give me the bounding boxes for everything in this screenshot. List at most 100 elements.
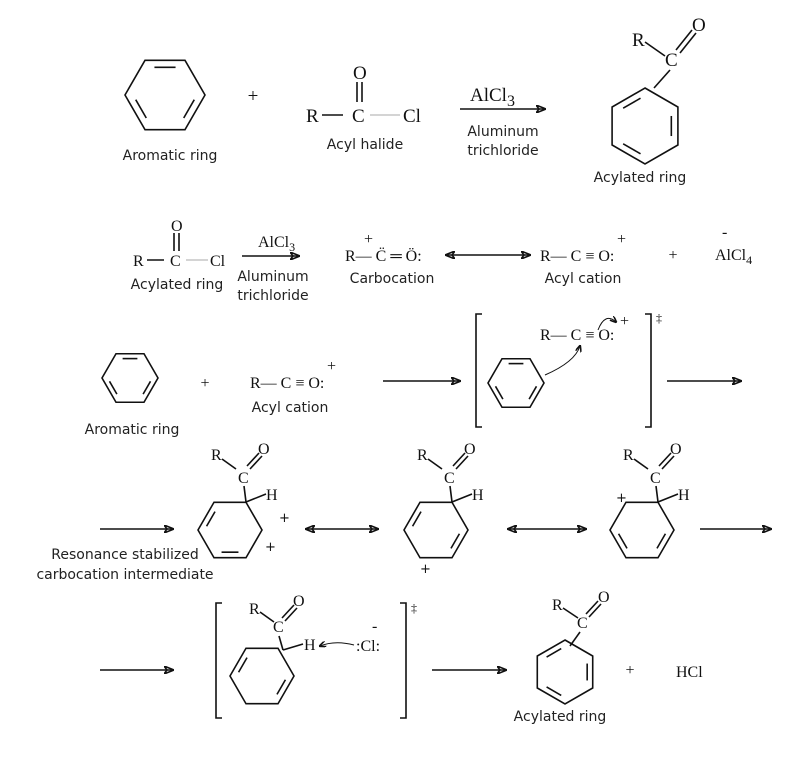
oxygen: O [670, 441, 682, 458]
cyclohexadienyl-ring [403, 501, 469, 559]
reagent-name: Aluminum [237, 269, 308, 285]
acyl-halide: R C Cl O Acyl halide [306, 63, 421, 153]
chlorine: Cl [210, 253, 226, 270]
r-group: R [306, 106, 319, 127]
double-bond [675, 29, 693, 51]
reagent-name: trichloride [237, 288, 308, 304]
double-bond [588, 603, 602, 618]
double-bond [658, 452, 672, 467]
benzene-ring [124, 59, 206, 131]
transition-state-dagger: ‡ [656, 311, 662, 325]
carbocation-formula: R— C̈ ═ Ö: [345, 247, 422, 265]
bond [259, 611, 275, 623]
acyl-cation-label: Acyl cation [252, 400, 329, 416]
plus-sign: + [625, 662, 634, 679]
r-group: R [133, 253, 144, 270]
positive-charge: + [420, 562, 431, 577]
positive-charge: + [279, 511, 290, 526]
double-bond [617, 533, 628, 549]
positive-charge: + [620, 313, 629, 330]
cyclohexadienyl-ring [229, 647, 295, 705]
double-bond [455, 455, 469, 470]
carbon: C [665, 50, 678, 71]
cyclohexadienyl-ring [197, 501, 263, 559]
carbocation-label: Carbocation [350, 271, 435, 287]
carbon: C [444, 470, 455, 487]
bond [653, 69, 671, 89]
double-bond [494, 385, 504, 400]
acylated-ring-product: R C O Acylated ring [514, 589, 610, 725]
positive-charge: + [327, 358, 336, 375]
bond [644, 41, 666, 57]
double-bond [546, 686, 562, 697]
negative-charge: - [372, 618, 377, 635]
cyclohexadienyl-ring [609, 501, 675, 559]
double-bond [108, 380, 118, 395]
oxygen: O [598, 589, 610, 606]
double-bond [656, 533, 667, 549]
hydrogen: H [266, 487, 278, 504]
bond [245, 493, 267, 503]
double-bond [546, 647, 562, 658]
negative-charge: - [722, 224, 727, 241]
double-bond [183, 99, 195, 119]
r-group: R [249, 601, 260, 618]
benzene-ring [487, 357, 545, 409]
acylated-ring-label: Acylated ring [514, 709, 607, 725]
acyl-halide-label: Acyl halide [327, 137, 403, 153]
bond [657, 493, 679, 503]
oxygen: O [258, 441, 270, 458]
double-bond [276, 679, 287, 695]
carbon: C [352, 106, 365, 127]
acylated-ring-label: Acylated ring [594, 170, 687, 186]
bond [655, 485, 659, 503]
carbon: C [273, 619, 284, 636]
electron-push-arrow [320, 643, 355, 646]
right-bracket [400, 602, 407, 719]
ring-bonds [229, 647, 295, 705]
acylated-benzene-ring [536, 639, 594, 705]
intermediate-label: carbocation intermediate [36, 567, 213, 583]
ring-bonds [124, 59, 206, 131]
bond [278, 635, 284, 651]
double-bond [679, 32, 697, 54]
ring-bonds [487, 357, 545, 409]
intermediate-label: Resonance stabilized [51, 547, 198, 563]
positive-charge: + [364, 231, 373, 248]
alcl3-formula: AlCl3 [470, 85, 515, 110]
positive-charge: + [616, 491, 627, 506]
bond [562, 607, 579, 619]
acylated-ring-label: Acylated ring [131, 277, 224, 293]
double-bond [246, 452, 260, 467]
carbon: C [650, 470, 661, 487]
double-bond [450, 533, 461, 549]
aromatic-ring-label: Aromatic ring [85, 422, 180, 438]
bond [282, 643, 304, 651]
double-bond [284, 607, 298, 622]
double-bond [249, 455, 263, 470]
transition-state-dagger: ‡ [411, 601, 417, 615]
bond [633, 458, 649, 470]
ring-bonds [611, 87, 679, 165]
double-bond [622, 97, 641, 109]
double-bond [528, 385, 538, 400]
bond [449, 485, 453, 503]
electron-push-arrow [597, 318, 616, 331]
acyl-chloride: R C Cl O Acylated ring [131, 218, 226, 293]
bond [243, 485, 247, 503]
double-bond [622, 143, 641, 155]
oxygen: O [353, 63, 367, 84]
hydrogen: H [678, 487, 690, 504]
r-group: R [211, 447, 222, 464]
reagent-name: Aluminum [467, 124, 538, 140]
bond [221, 458, 237, 470]
oxygen: O [171, 218, 183, 235]
double-bond [585, 600, 599, 615]
ring-bonds [101, 352, 159, 404]
